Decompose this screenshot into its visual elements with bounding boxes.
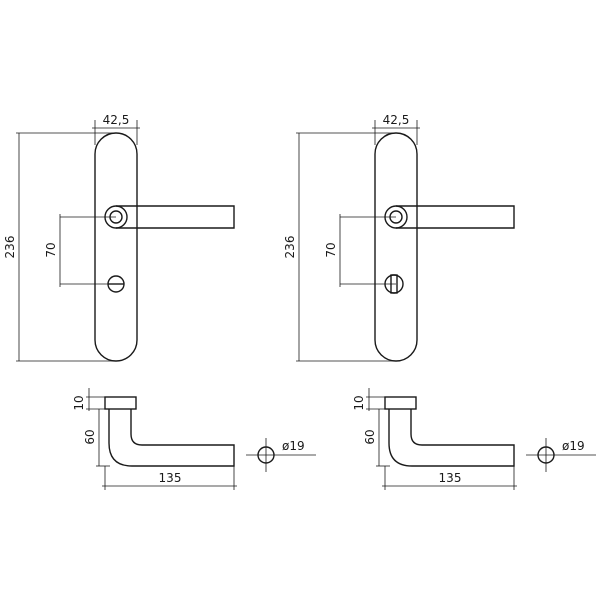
right-rose-diameter-label: ø19 [562, 439, 585, 453]
left-side-view: 10 60 135 ø19 [72, 388, 316, 490]
right-front-view: 42,5 236 70 [283, 113, 515, 362]
right-rose-thickness-label: 10 [352, 395, 366, 410]
left-rose-profile [104, 396, 137, 410]
right-rose-profile [384, 396, 417, 410]
left-plate-width-label: 42,5 [103, 113, 130, 127]
left-rose-thickness-label: 10 [72, 395, 86, 410]
right-lever-height-label: 60 [363, 429, 377, 444]
right-plate-width-label: 42,5 [383, 113, 410, 127]
left-rose-diameter-label: ø19 [282, 439, 305, 453]
right-lever-handle [396, 205, 515, 229]
left-lock-distance-label: 70 [44, 242, 58, 257]
right-plate-height-label: 236 [283, 236, 297, 259]
right-lock-distance-label: 70 [324, 242, 338, 257]
right-side-view: 10 60 135 ø19 [352, 388, 596, 490]
left-lever-handle [116, 205, 235, 229]
right-backplate [374, 132, 418, 362]
left-lever-length-label: 135 [159, 471, 182, 485]
left-lever-profile [108, 409, 235, 467]
left-plate-height-label: 236 [3, 236, 17, 259]
right-lever-length-label: 135 [439, 471, 462, 485]
left-backplate [94, 132, 138, 362]
left-front-view: 42,5 236 70 [3, 113, 235, 362]
right-lever-profile [388, 409, 515, 467]
left-lever-height-label: 60 [83, 429, 97, 444]
